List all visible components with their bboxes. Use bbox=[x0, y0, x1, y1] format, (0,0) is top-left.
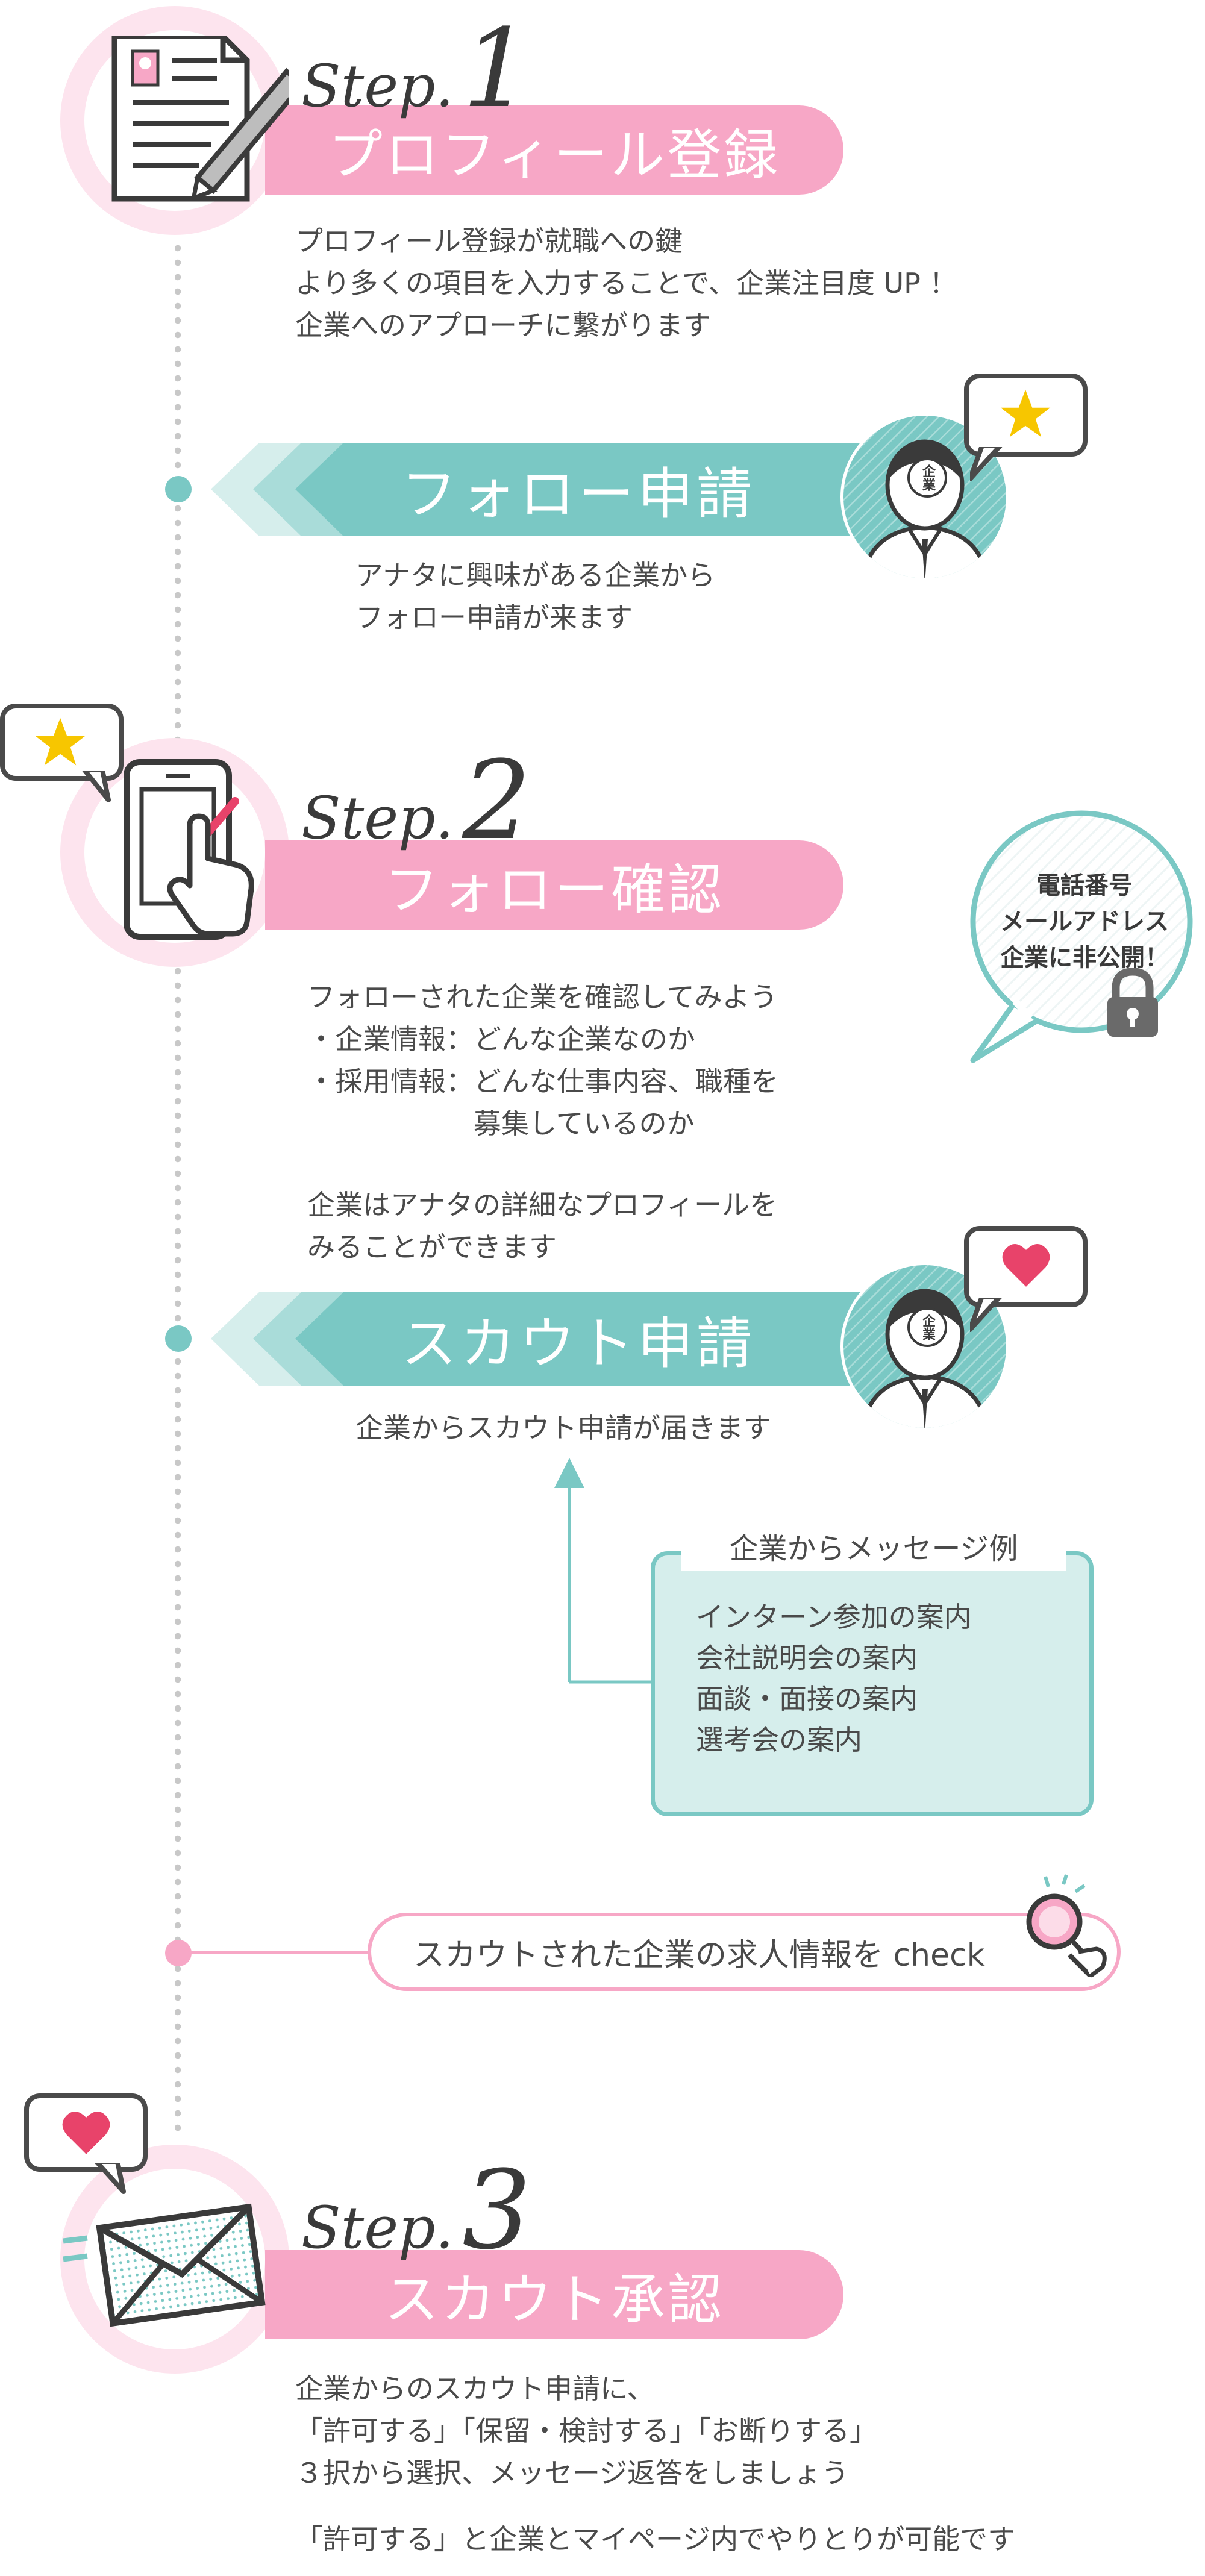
privacy-bubble-shape bbox=[970, 810, 1193, 1063]
timeline-connector bbox=[181, 1951, 369, 1954]
timeline-dotted-line bbox=[175, 241, 181, 2133]
message-examples-title: 企業からメッセージ例 bbox=[681, 1527, 1066, 1571]
step1-title: プロフィール登録 bbox=[328, 123, 781, 187]
magnifier-icon bbox=[1026, 1874, 1107, 1978]
step2-desc2-line: みることができます bbox=[307, 1231, 557, 1263]
step1-step-number: 1 bbox=[462, 6, 531, 132]
step1-desc-line: プロフィール登録が就職への鍵 bbox=[295, 225, 683, 257]
follow-request-description: アナタに興味がある企業からフォロー申請が来ます bbox=[355, 554, 715, 639]
star-icon bbox=[1000, 389, 1051, 437]
step1-desc-line: より多くの項目を入力することで、企業注目度 UP ！ bbox=[295, 267, 957, 299]
step3-title-banner: スカウト承認 bbox=[265, 2250, 844, 2339]
scout-request-banner: スカウト申請 bbox=[337, 1292, 819, 1386]
step2-title-banner: フォロー確認 bbox=[265, 840, 844, 930]
check-pill-text: スカウトされた企業の求人情報を check bbox=[413, 1937, 985, 1974]
step3-description: 企業からのスカウト申請に、「許可する」「保留・検討する」「お断りする」 ３択から選… bbox=[295, 2368, 877, 2494]
follow-request-desc-line: フォロー申請が来ます bbox=[355, 601, 633, 634]
message-examples-list: インターン参加の案内会社説明会の案内面談・面接の案内選考会の案内 bbox=[696, 1596, 972, 1760]
step1-step-label: Step.1 bbox=[301, 6, 531, 132]
scout-request-banner-bg bbox=[211, 1292, 904, 1386]
step2-description-2: 企業はアナタの詳細なプロフィールをみることができます bbox=[307, 1184, 777, 1268]
step3-step-label: Step.3 bbox=[301, 2148, 531, 2274]
step3-description-2: 「許可する」と企業とマイページ内でやりとりが可能です bbox=[295, 2518, 1015, 2560]
timeline-dot bbox=[165, 1325, 192, 1352]
step2-desc-line: ・採用情報：どんな仕事内容、職種を bbox=[307, 1065, 778, 1098]
step3-desc-line: ３択から選択、メッセージ返答をしましょう bbox=[295, 2457, 850, 2489]
step2-title: フォロー確認 bbox=[384, 858, 724, 922]
privacy-line: 企業に非公開！ bbox=[1000, 944, 1169, 972]
step2-desc2-line: 企業はアナタの詳細なプロフィールを bbox=[307, 1189, 778, 1221]
speech-bubble-tail bbox=[970, 1296, 1005, 1332]
step3-step-word: Step. bbox=[301, 2194, 454, 2262]
step2-desc-line: フォローされた企業を確認してみよう bbox=[307, 981, 778, 1013]
follow-request-title: フォロー申請 bbox=[401, 462, 756, 527]
step1-step-word: Step. bbox=[301, 52, 454, 120]
step2-step-word: Step. bbox=[301, 784, 454, 852]
check-pill[interactable]: スカウトされた企業の求人情報を check bbox=[368, 1913, 1121, 1991]
follow-request-banner: フォロー申請 bbox=[337, 443, 819, 536]
scout-request-description: 企業からスカウト申請が届きます bbox=[355, 1407, 771, 1449]
step2-desc-line: ・企業情報：どんな企業なのか bbox=[307, 1023, 695, 1055]
message-example-item: インターン参加の案内 bbox=[696, 1601, 972, 1633]
envelope-icon bbox=[63, 2203, 266, 2327]
privacy-line: 電話番号 bbox=[1036, 872, 1133, 899]
company-badge-text: 企業 bbox=[920, 1314, 935, 1340]
company-badge: 企業 bbox=[907, 458, 947, 498]
company-badge: 企業 bbox=[907, 1307, 947, 1347]
speech-bubble-tail bbox=[81, 770, 111, 802]
step2-step-label: Step.2 bbox=[301, 738, 531, 864]
padlock-icon bbox=[1107, 968, 1158, 1037]
heart-icon bbox=[62, 2111, 110, 2154]
speech-bubble-tail bbox=[970, 446, 1005, 481]
document-pen-icon bbox=[111, 36, 289, 202]
message-example-item: 選考会の案内 bbox=[696, 1724, 862, 1756]
speech-bubble-tail bbox=[93, 2162, 126, 2194]
step3-desc2-line: 「許可する」と企業とマイページ内でやりとりが可能です bbox=[295, 2523, 1016, 2556]
step1-desc-line: 企業へのアプローチに繋がります bbox=[295, 309, 711, 342]
message-example-item: 会社説明会の案内 bbox=[696, 1642, 918, 1674]
step3-step-number: 3 bbox=[462, 2148, 531, 2274]
timeline-dot bbox=[165, 476, 192, 502]
step2-desc-line: 募集しているのか bbox=[307, 1107, 695, 1140]
privacy-line: メールアドレス bbox=[1000, 908, 1169, 936]
follow-request-desc-line: アナタに興味がある企業から bbox=[355, 559, 716, 592]
step1-title-banner: プロフィール登録 bbox=[265, 105, 844, 195]
privacy-bubble-text: 電話番号 メールアドレス 企業に非公開！ bbox=[976, 868, 1193, 976]
scout-request-desc-line: 企業からスカウト申請が届きます bbox=[355, 1411, 771, 1444]
follow-request-banner-bg bbox=[211, 443, 904, 536]
step1-description: プロフィール登録が就職への鍵より多くの項目を入力することで、企業注目度 UP ！… bbox=[295, 220, 957, 346]
message-examples-title-text: 企業からメッセージ例 bbox=[729, 1532, 1018, 1566]
step3-desc-line: 企業からのスカウト申請に、 bbox=[295, 2372, 655, 2405]
step2-description: フォローされた企業を確認してみよう・企業情報：どんな企業なのか・採用情報：どんな… bbox=[307, 976, 778, 1145]
heart-icon bbox=[1002, 1243, 1050, 1287]
step3-title: スカウト承認 bbox=[384, 2268, 724, 2331]
step2-step-number: 2 bbox=[462, 738, 531, 864]
smartphone-tap-icon bbox=[124, 759, 254, 940]
star-icon bbox=[35, 717, 86, 766]
up-arrow-connector bbox=[554, 1458, 651, 1684]
step3-desc-line: 「許可する」「保留・検討する」「お断りする」 bbox=[295, 2415, 877, 2447]
message-example-item: 面談・面接の案内 bbox=[696, 1683, 918, 1715]
star-speech-bubble bbox=[0, 704, 124, 781]
company-badge-text: 企業 bbox=[920, 464, 935, 491]
scout-request-title: スカウト申請 bbox=[401, 1311, 756, 1376]
